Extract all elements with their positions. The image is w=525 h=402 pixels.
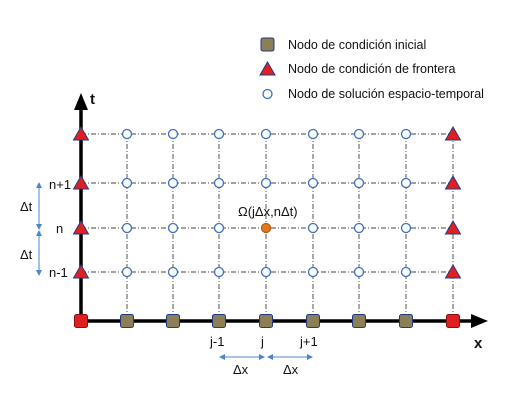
delta-t-arrowhead (36, 270, 42, 276)
legend: Nodo de condición inicial Nodo de condic… (259, 37, 484, 101)
t-label-n-plus-1: n+1 (49, 177, 71, 192)
solution-node (213, 222, 225, 234)
boundary-condition-node (72, 219, 90, 235)
t-axis-arrowhead (74, 93, 88, 110)
solution-node (353, 222, 365, 234)
legend-label-initial: Nodo de condición inicial (288, 38, 426, 52)
solution-node (307, 222, 319, 234)
boundary-condition-node (72, 174, 90, 190)
delta-x-arrowhead (219, 354, 225, 360)
solution-node (400, 266, 412, 278)
solution-node (400, 177, 412, 189)
delta-x-arrowhead (259, 354, 265, 360)
time-labels: n+1 n n-1 (49, 177, 71, 280)
t-axis-label: t (90, 91, 95, 108)
solution-node (353, 266, 365, 278)
solution-node (260, 177, 272, 189)
delta-x-label-left: Δx (233, 362, 249, 377)
legend-square-marker (260, 37, 275, 52)
initial-condition-node (120, 314, 134, 328)
solution-node (167, 222, 179, 234)
t-label-n: n (56, 221, 63, 236)
delta-x-arrowhead (307, 354, 313, 360)
solution-node (400, 222, 412, 234)
solution-node (121, 222, 133, 234)
legend-label-solution: Nodo de solución espacio-temporal (288, 87, 484, 101)
boundary-condition-node (72, 263, 90, 279)
initial-condition-node (166, 314, 180, 328)
initial-condition-node (212, 314, 226, 328)
nodes (72, 125, 462, 328)
space-labels: j-1 j j+1 (209, 334, 318, 349)
initial-condition-node (259, 314, 273, 328)
x-axis-arrowhead (471, 314, 488, 328)
solution-node (307, 266, 319, 278)
delta-t-dimensions: Δt Δt (20, 182, 42, 276)
solution-node (213, 266, 225, 278)
center-solution-node (260, 222, 272, 234)
boundary-condition-node (444, 263, 462, 279)
solution-node (353, 177, 365, 189)
boundary-condition-node (444, 219, 462, 235)
delta-t-label-upper: Δt (20, 199, 33, 214)
solution-node (260, 266, 272, 278)
legend-triangle-marker (259, 60, 276, 76)
legend-circle-marker (262, 88, 273, 100)
boundary-condition-node (444, 125, 462, 141)
delta-t-label-lower: Δt (20, 247, 33, 262)
axes: t x (74, 91, 488, 352)
delta-x-arrowhead (267, 354, 273, 360)
boundary-corner-node (74, 314, 88, 328)
boundary-condition-node (444, 174, 462, 190)
solution-node (260, 128, 272, 140)
legend-label-boundary: Nodo de condición de frontera (288, 62, 456, 76)
delta-x-label-right: Δx (283, 362, 299, 377)
x-label-j: j (260, 334, 264, 349)
initial-condition-node (399, 314, 413, 328)
solution-node (167, 128, 179, 140)
solution-node (213, 128, 225, 140)
solution-node (400, 128, 412, 140)
x-axis-label: x (474, 335, 483, 352)
solution-node (121, 128, 133, 140)
delta-t-arrowhead (36, 224, 42, 230)
delta-x-dimensions: Δx Δx (219, 354, 313, 377)
initial-condition-node (306, 314, 320, 328)
boundary-corner-node (446, 314, 460, 328)
boundary-condition-node (72, 125, 90, 141)
solution-node (213, 177, 225, 189)
delta-t-arrowhead (36, 182, 42, 188)
solution-node (167, 177, 179, 189)
solution-node (167, 266, 179, 278)
x-label-j-plus-1: j+1 (299, 334, 318, 349)
t-label-n-minus-1: n-1 (49, 265, 68, 280)
solution-node (307, 177, 319, 189)
initial-condition-node (352, 314, 366, 328)
solution-node (307, 128, 319, 140)
delta-t-arrowhead (36, 230, 42, 236)
center-node-label: Ω(jΔx,nΔt) (238, 204, 298, 219)
solution-node (353, 128, 365, 140)
solution-node (121, 177, 133, 189)
x-label-j-minus-1: j-1 (209, 334, 224, 349)
solution-node (121, 266, 133, 278)
